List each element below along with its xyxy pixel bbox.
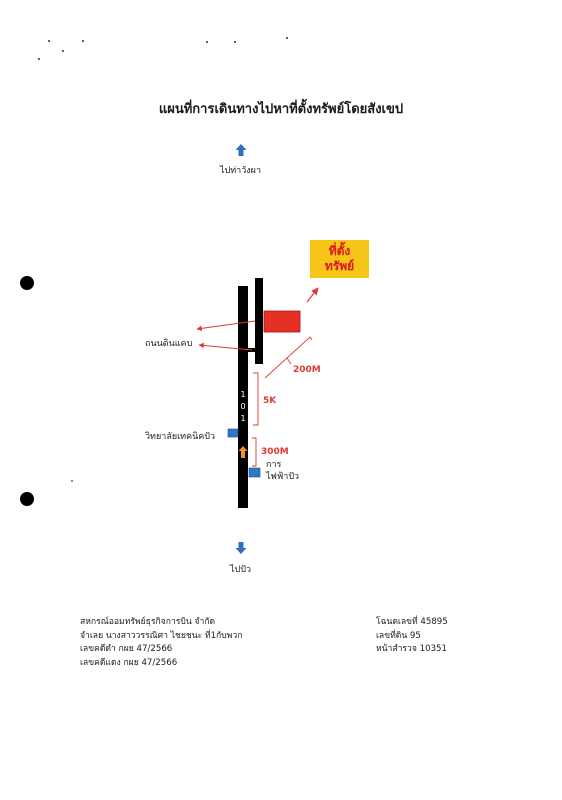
- scan-speck: [38, 58, 40, 60]
- case-info-block: สหกรณ์ออมทรัพย์ธุรกิจการบิน จำกัด จำเลย …: [80, 616, 242, 670]
- scan-speck: [234, 41, 236, 43]
- electric-office-label: การ ไฟฟ้าปัว: [266, 459, 299, 483]
- deed-info-block: โฉนดเลขที่ 45895 เลขที่ดิน 95 หน้าสำรวจ …: [376, 616, 448, 657]
- road-pointer-arrow: [198, 342, 253, 351]
- deed-info-line: เลขที่ดิน 95: [376, 630, 421, 641]
- distance-bracket-200m: [264, 336, 313, 379]
- distance-5k-label: 5K: [263, 396, 277, 406]
- soil-road-label: ถนนดินแคบ: [145, 339, 193, 349]
- distance-200m-label: 200M: [293, 365, 321, 375]
- highway-101: [238, 286, 248, 508]
- scan-speck: [48, 40, 50, 42]
- direction-north-label: ไปท่าวังผา: [220, 166, 262, 176]
- property-plot: [263, 310, 301, 333]
- scan-speck: [82, 40, 84, 42]
- case-info-line: เลขคดีดำ กผย 47/2566: [80, 644, 173, 654]
- distance-bracket-300m: [252, 437, 257, 467]
- case-info-line: จำเลย นางสาววรรณิศา ไชยชนะ ที่1กับพวก: [80, 630, 243, 641]
- punch-hole-top: [20, 276, 34, 290]
- scan-speck: [62, 50, 64, 52]
- arrow-up-icon: [235, 144, 247, 156]
- highway-digit: 0: [240, 402, 246, 411]
- electric-office-label-line2: ไฟฟ้าปัว: [266, 472, 300, 482]
- case-info-line: สหกรณ์ออมทรัพย์ธุรกิจการบิน จำกัด: [80, 617, 216, 627]
- distance-300m-label: 300M: [261, 447, 289, 457]
- scan-speck: [206, 41, 208, 43]
- distance-bracket-200m: [286, 357, 292, 365]
- distance-bracket-5k: [253, 372, 259, 426]
- punch-hole-bottom: [20, 492, 34, 506]
- scan-speck: [286, 37, 288, 39]
- college-marker: [227, 428, 239, 438]
- soil-road-vertical: [255, 278, 263, 364]
- road-pointer-arrow: [196, 320, 256, 332]
- electric-office-marker: [248, 467, 261, 478]
- property-label-line2: ทรัพย์: [324, 259, 355, 273]
- college-label: วิทยาลัยเทคนิคปัว: [145, 432, 216, 442]
- deed-info-line: โฉนดเลขที่ 45895: [376, 617, 448, 627]
- arrow-up-orange-icon: [238, 446, 248, 458]
- property-label: ที่ตั้ง ทรัพย์: [310, 240, 369, 278]
- highway-number: 1 0 1: [238, 389, 248, 425]
- property-label-line1: ที่ตั้ง: [328, 244, 351, 258]
- electric-office-label-line1: การ: [266, 460, 282, 470]
- property-pointer-arrow: [306, 287, 319, 303]
- highway-digit: 1: [240, 390, 246, 399]
- deed-info-line: หน้าสำรวจ 10351: [376, 644, 447, 654]
- scan-speck: [71, 480, 73, 482]
- arrow-down-icon: [235, 542, 247, 554]
- page-title: แผนที่การเดินทางไปหาที่ตั้งทรัพย์โดยสังเ…: [158, 102, 404, 117]
- case-info-line: เลขคดีแดง กผย 47/2566: [80, 657, 178, 668]
- highway-digit: 1: [240, 414, 246, 423]
- direction-south-label: ไปปัว: [230, 565, 252, 575]
